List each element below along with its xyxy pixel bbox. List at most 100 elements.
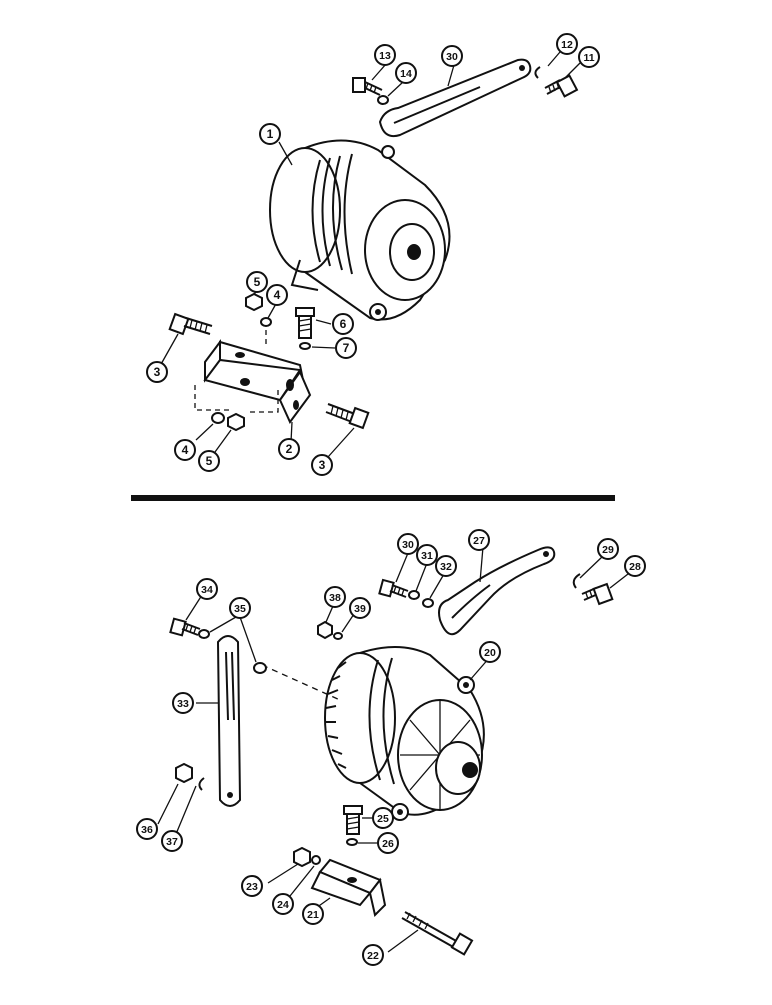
callout-11: 11 (578, 46, 600, 68)
bolt-3-right (325, 403, 370, 430)
adjusting-strap-33 (216, 635, 242, 807)
callout-number: 30 (402, 539, 414, 551)
callout-circle (198, 450, 220, 472)
callout-22: 22 (362, 944, 384, 966)
callout-number: 3 (154, 365, 161, 379)
callout-number: 4 (274, 288, 281, 302)
callout-circle (441, 45, 463, 67)
bolt-30-lower (378, 578, 409, 598)
callout-1: 1 (259, 123, 281, 145)
callout-circle (174, 439, 196, 461)
nut-38 (317, 620, 333, 640)
callout-4: 4 (266, 284, 288, 306)
callout-circle (332, 313, 354, 335)
upper-assembly (168, 58, 579, 432)
callout-number: 11 (583, 52, 594, 64)
callout-21: 21 (302, 903, 324, 925)
callout-number: 33 (177, 698, 189, 710)
callout-number: 39 (354, 603, 366, 615)
callout-circle (146, 361, 168, 383)
washer-32 (422, 598, 434, 608)
callout-number: 5 (206, 454, 213, 468)
callout-number: 34 (201, 584, 213, 596)
callout-number: 29 (602, 544, 614, 556)
callout-28: 28 (624, 555, 646, 577)
callout-37: 37 (161, 830, 183, 852)
callout-circle (468, 529, 490, 551)
callout-number: 25 (377, 813, 389, 825)
callout-circle (374, 44, 396, 66)
callout-circle (395, 62, 417, 84)
callout-circle (362, 944, 384, 966)
callout-35: 35 (229, 597, 251, 619)
callout-number: 1 (267, 127, 274, 141)
lockwasher-29 (572, 573, 581, 589)
callout-circle (172, 692, 194, 714)
washer-14 (377, 95, 389, 105)
callout-number: 27 (473, 535, 485, 547)
callout-29: 29 (597, 538, 619, 560)
mounting-bracket-upper (203, 339, 312, 424)
callout-number: 24 (277, 899, 289, 911)
callout-30: 30 (441, 45, 463, 67)
adjusting-strap-upper (378, 58, 532, 138)
callout-circle (556, 33, 578, 55)
callout-number: 28 (629, 561, 641, 573)
bolt-6 (295, 307, 315, 339)
callout-circle (435, 555, 457, 577)
callout-5: 5 (246, 271, 268, 293)
callout-number: 23 (246, 881, 258, 893)
nut-5-top (245, 292, 263, 312)
callout-circle (349, 597, 371, 619)
callout-circle (479, 641, 501, 663)
callout-circle (246, 271, 268, 293)
callout-36: 36 (136, 818, 158, 840)
lockwasher-37 (198, 777, 205, 791)
callout-circle (578, 46, 600, 68)
callout-circle (302, 903, 324, 925)
callout-34: 34 (196, 578, 218, 600)
callout-number: 4 (182, 443, 189, 457)
callout-number: 36 (141, 824, 153, 836)
callout-number: 21 (307, 909, 319, 921)
callout-circle (161, 830, 183, 852)
callout-circle (272, 893, 294, 915)
callout-13: 13 (374, 44, 396, 66)
washer-4-top (260, 317, 272, 327)
bolt-25 (343, 805, 363, 835)
callout-number: 3 (319, 458, 326, 472)
bolt-34 (169, 617, 201, 637)
bolt-3-left (168, 312, 213, 336)
washer-4-bottom (211, 412, 225, 424)
callout-number: 13 (379, 50, 391, 62)
callout-14: 14 (395, 62, 417, 84)
washer-31 (408, 590, 420, 600)
callout-circle (416, 544, 438, 566)
callout-layer: 1233445567111213143020212223242526272829… (136, 33, 646, 966)
callout-number: 2 (286, 442, 293, 456)
dashed-guide-lower (261, 664, 341, 701)
callout-number: 6 (340, 317, 347, 331)
callout-number: 20 (484, 647, 496, 659)
bolt-28 (581, 582, 614, 606)
callout-circle (311, 454, 333, 476)
lower-assembly (169, 546, 614, 956)
callout-circle (241, 875, 263, 897)
callout-25: 25 (372, 807, 394, 829)
callout-27: 27 (468, 529, 490, 551)
callout-circle (397, 533, 419, 555)
callout-number: 5 (254, 275, 261, 289)
nut-5-bottom (227, 412, 245, 432)
washer-24 (311, 855, 321, 865)
callout-circle (597, 538, 619, 560)
washer-35-top (198, 629, 210, 639)
callout-circle (324, 586, 346, 608)
nut-36 (175, 762, 193, 784)
callout-23: 23 (241, 875, 263, 897)
adjusting-strap-27 (438, 546, 556, 636)
callout-4: 4 (174, 439, 196, 461)
callout-32: 32 (435, 555, 457, 577)
callout-circle (278, 438, 300, 460)
callout-12: 12 (556, 33, 578, 55)
washer-39 (333, 632, 343, 640)
